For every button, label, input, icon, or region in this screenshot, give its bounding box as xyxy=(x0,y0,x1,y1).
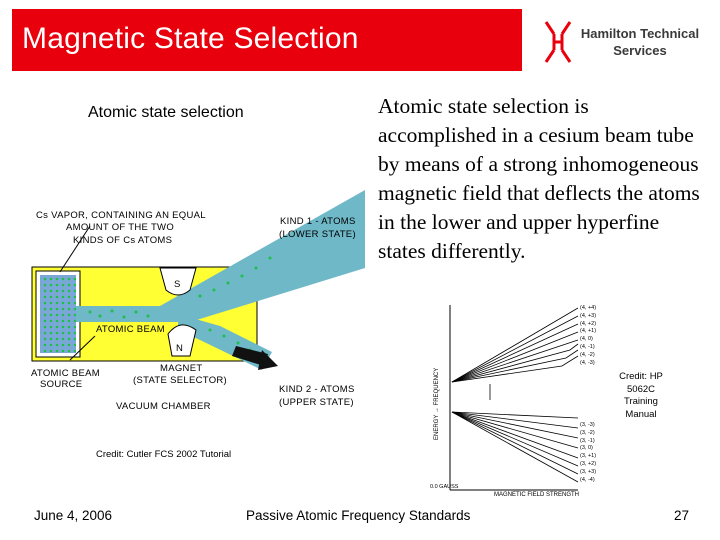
company-logo: Hamilton Technical Services xyxy=(540,18,710,66)
atomic-beam xyxy=(76,306,180,322)
page-number: 27 xyxy=(674,508,690,523)
plot-x-label: MAGNETIC FIELD STRENGTH xyxy=(494,492,580,498)
plot-credit: Credit: HP 5062C Training Manual xyxy=(616,371,666,421)
footer-title: Passive Atomic Frequency Standards xyxy=(246,508,471,523)
magnet-s-pole xyxy=(159,267,197,296)
diagram-credit: Credit: Cutler FCS 2002 Tutorial xyxy=(96,449,232,460)
source-label-2: SOURCE xyxy=(40,379,83,390)
plot-origin-label: 0.0 GAUSS xyxy=(430,484,459,490)
level-label: (3, +3) xyxy=(580,468,597,475)
plot-credit-line4: Manual xyxy=(625,408,657,420)
level-label: (3, -2) xyxy=(580,429,595,436)
plot-credit-line3: Training xyxy=(624,396,658,407)
level-label: (3, 0) xyxy=(580,445,593,452)
vapor-pointer xyxy=(59,225,91,273)
level-label: (3, +2) xyxy=(580,460,597,467)
lower-level-lines xyxy=(451,411,579,483)
level-label: (3, -1) xyxy=(580,437,595,444)
slide-title: Magnetic State Selection xyxy=(22,22,359,55)
level-label: (4, +2) xyxy=(580,320,597,327)
beam-pointer xyxy=(69,335,96,361)
pole-s-label: S xyxy=(174,279,181,290)
vacuum-label: VACUUM CHAMBER xyxy=(116,401,211,412)
pole-n-label: N xyxy=(176,343,184,354)
level-label: (4, -4) xyxy=(580,476,595,483)
hamilton-logo-icon xyxy=(544,21,572,63)
source-label-1: ATOMIC BEAM xyxy=(31,368,100,379)
magnet-label-1: MAGNET xyxy=(160,363,203,374)
diagram-title: Atomic state selection xyxy=(88,104,244,121)
kind2-label-2: (UPPER STATE) xyxy=(279,397,354,408)
plot-y-label: ENERGY → FREQUENCY xyxy=(434,367,440,440)
magnet-n-pole xyxy=(167,324,197,357)
kind1-label-1: KIND 1 - ATOMS xyxy=(280,216,356,227)
vapor-label-2: AMOUNT OF THE TWO xyxy=(66,222,175,233)
logo-line2: Services xyxy=(613,43,667,58)
level-label: (4, -1) xyxy=(580,343,595,350)
magnet-label-2: (STATE SELECTOR) xyxy=(133,375,228,386)
kind1-label-2: (LOWER STATE) xyxy=(279,229,356,240)
footer-date: June 4, 2006 xyxy=(34,508,113,523)
kind1-beam xyxy=(160,190,365,322)
plot-credit-line2: 5062C xyxy=(627,383,655,395)
upper-level-lines xyxy=(451,307,579,383)
kind2-arrow-body xyxy=(232,346,268,366)
level-label: (4, +3) xyxy=(580,312,597,319)
kind2-label-1: KIND 2 - ATOMS xyxy=(279,384,355,395)
upper-level-labels: (4, +4)(4, +3)(4, +2)(4, +1)(4, 0)(4, -1… xyxy=(580,305,596,367)
atomic-beam-label: ATOMIC BEAM xyxy=(96,324,165,335)
level-label: (4, -3) xyxy=(580,359,595,366)
vapor-label-1: Cs VAPOR, CONTAINING AN EQUAL xyxy=(36,210,206,221)
lower-level-labels: (3, -3)(3, -2)(3, -1)(3, 0)(3, +1)(3, +2… xyxy=(580,422,596,484)
title-bar xyxy=(12,9,522,71)
beam-atoms xyxy=(88,256,272,352)
level-label: (4, -2) xyxy=(580,351,595,358)
level-label: (4, +4) xyxy=(580,305,597,311)
vapor-label-3: KINDS OF Cs ATOMS xyxy=(73,235,173,246)
logo-line1: Hamilton Technical xyxy=(580,26,700,41)
kind2-arrow-head xyxy=(258,350,278,370)
level-label: (3, +1) xyxy=(580,453,597,460)
level-label: (4, +1) xyxy=(580,328,597,335)
level-label: (4, 0) xyxy=(580,336,593,343)
plot-credit-line1: Credit: HP xyxy=(619,371,663,382)
level-label: (3, -3) xyxy=(580,422,595,428)
body-paragraph: Atomic state selection is accomplished i… xyxy=(378,94,700,263)
source-atoms xyxy=(40,275,76,353)
